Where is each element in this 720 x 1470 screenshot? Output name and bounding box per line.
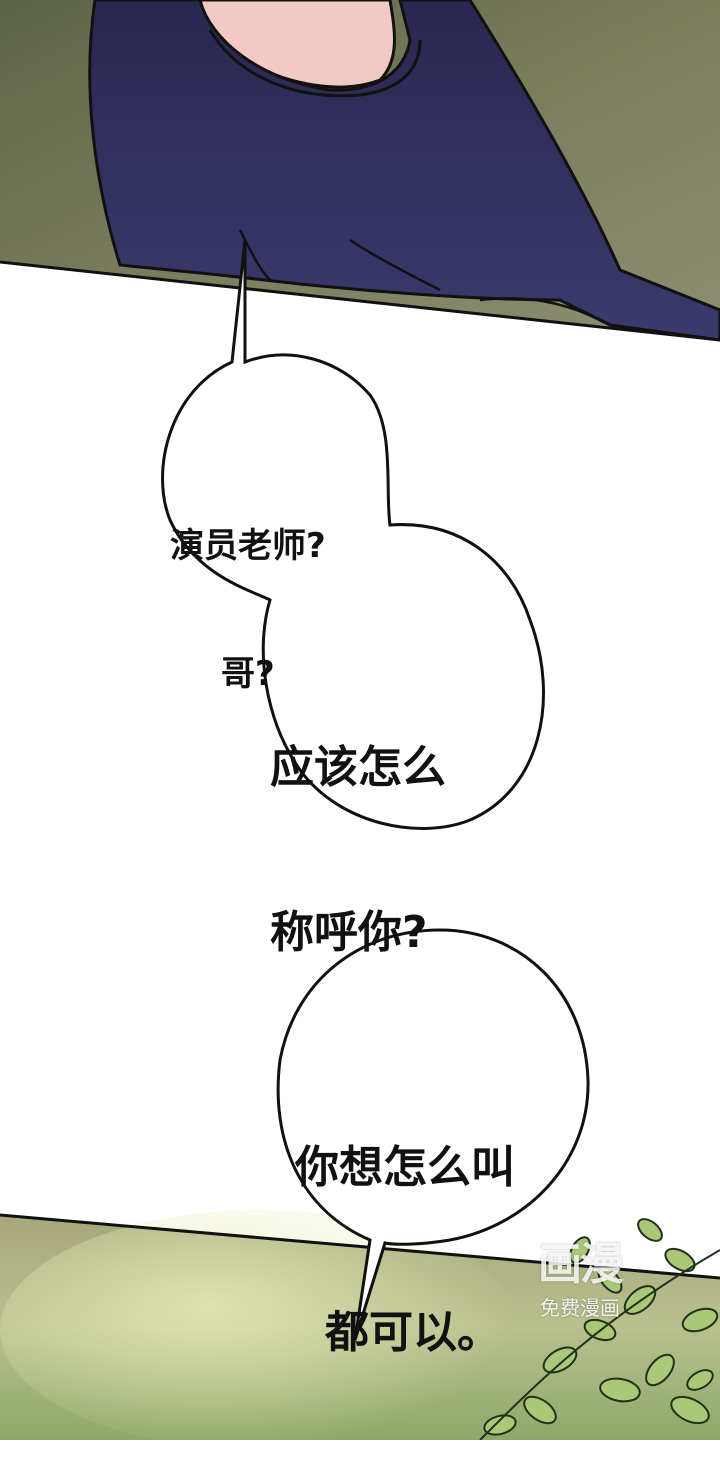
bubble-line: 演员老师? (170, 526, 326, 566)
site-watermark: 画漫 免费漫画 (520, 1228, 640, 1348)
bubble-line: 称呼你? (270, 907, 428, 958)
speech-bubble-upper (161, 239, 545, 830)
watermark-subtitle: 免费漫画 (540, 1296, 620, 1320)
speech-bubble-lower (276, 928, 590, 1341)
bubble-line: 哥? (221, 653, 275, 694)
watermark-logo: 画漫 (538, 1239, 624, 1290)
top-panel (0, 0, 720, 342)
bubble-text-how-to-call: 应该怎么 称呼你? (270, 630, 446, 1070)
bubble-line: 都可以。 (325, 1307, 501, 1358)
bubble-line: 应该怎么 (270, 742, 446, 793)
bubble-text-whatever-you-like: 你想怎么叫 都可以。 (295, 1030, 515, 1470)
panel-border-top (0, 260, 720, 342)
comic-panel-stage: 演员老师? 哥? 应该怎么 称呼你? 你想怎么叫 都可以。 画漫 免费漫画 (0, 0, 720, 1440)
comic-artwork (0, 0, 720, 1440)
panel-border-bottom (0, 1213, 720, 1280)
collar-line (208, 29, 422, 98)
bubble-text-actor-teacher: 演员老师? 哥? (170, 440, 326, 780)
bubble-line: 你想怎么叫 (295, 1142, 515, 1193)
navy-sweater (88, 0, 720, 342)
